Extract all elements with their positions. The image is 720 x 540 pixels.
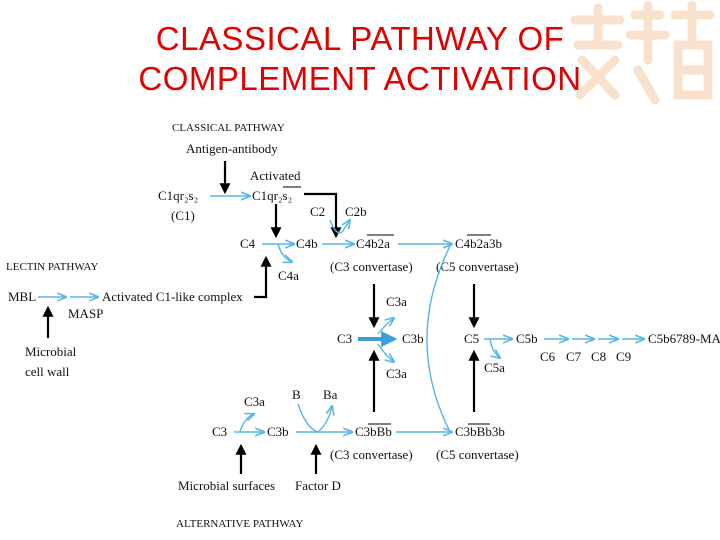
classical-pathway-header: CLASSICAL PATHWAY [172,122,285,134]
c2-label: C2 [310,204,325,219]
page-title-line-2: COMPLEMENT ACTIVATION [138,60,582,97]
alt-c3b-label: C3b [267,424,289,439]
mbl-label: MBL [8,289,36,304]
c3b-label: C3b [402,331,424,346]
c4b2a-label: C4b2a [356,236,390,251]
c4a-label: C4a [278,268,299,283]
c4b-label: C4b [296,236,318,251]
ba-label: Ba [323,387,338,402]
lectin-to-c4-arrow [254,255,272,299]
alt-c3a-release-arrow [239,414,254,433]
antigen-antibody-label: Antigen-antibody [186,141,278,156]
alt-c3-convertase-label: (C3 convertase) [330,447,413,462]
page-title-line-1: CLASSICAL PATHWAY OF [155,20,565,57]
c3a-top-label: C3a [386,294,407,309]
activated-c1-like-complex-label: Activated C1-like complex [102,289,243,304]
masp-label: MASP [68,306,103,321]
c3b-feedback-curve [426,245,451,433]
alt-c3a-label: C3a [244,394,265,409]
alternative-pathway-header: ALTERNATIVE PATHWAY [176,518,303,530]
lectin-pathway-header: LECTIN PATHWAY [6,261,98,273]
c1qr2s2-active-label: C1qr₂s₂ [252,188,292,203]
c3a-bottom-label: C3a [386,366,407,381]
microbial-cell-wall-label-1: Microbial [25,344,77,359]
c5b-label: C5b [516,331,538,346]
c3bbb3b-label: C3bBb3b [455,424,505,439]
microbial-surfaces-label: Microbial surfaces [178,478,275,493]
c3bbb-label: C3bBb [355,424,392,439]
c3-convertase-classical-label: (C3 convertase) [330,259,413,274]
c2b-release-arrow [329,220,350,234]
c1qr2s2-label: C1qr₂s₂ [158,188,198,203]
c9-label: C9 [616,349,631,364]
c4b2a3b-label: C4b2a3b [455,236,502,251]
c5b6789-mac-label: C5b6789-MAC [648,331,720,346]
c3a-bottom-release-arrow [377,343,394,362]
c1-to-c2-arrow [304,192,342,239]
c1-label: (C1) [171,208,195,223]
c7-label: C7 [566,349,582,364]
c3a-top-release-arrow [377,318,394,335]
factor-d-label: Factor D [295,478,341,493]
factor-b-join-curve [297,403,319,433]
c5a-release-arrow [489,338,500,358]
c2b-label: C2b [345,204,367,219]
c3-label: C3 [337,331,352,346]
c5a-label: C5a [484,360,505,375]
ba-release-arrow [317,406,332,433]
c4a-release-arrow [277,243,292,262]
microbial-cell-wall-label-2: cell wall [25,364,70,379]
c8-label: C8 [591,349,606,364]
c5-label: C5 [464,331,479,346]
c6-label: C6 [540,349,556,364]
activated-label: Activated [250,168,301,183]
alt-c3-label: C3 [212,424,227,439]
c4-label: C4 [240,236,256,251]
alt-c5-convertase-label: (C5 convertase) [436,447,519,462]
factor-b-label: B [292,387,301,402]
watermark-seal-icon [570,0,715,105]
c5-convertase-classical-label: (C5 convertase) [436,259,519,274]
